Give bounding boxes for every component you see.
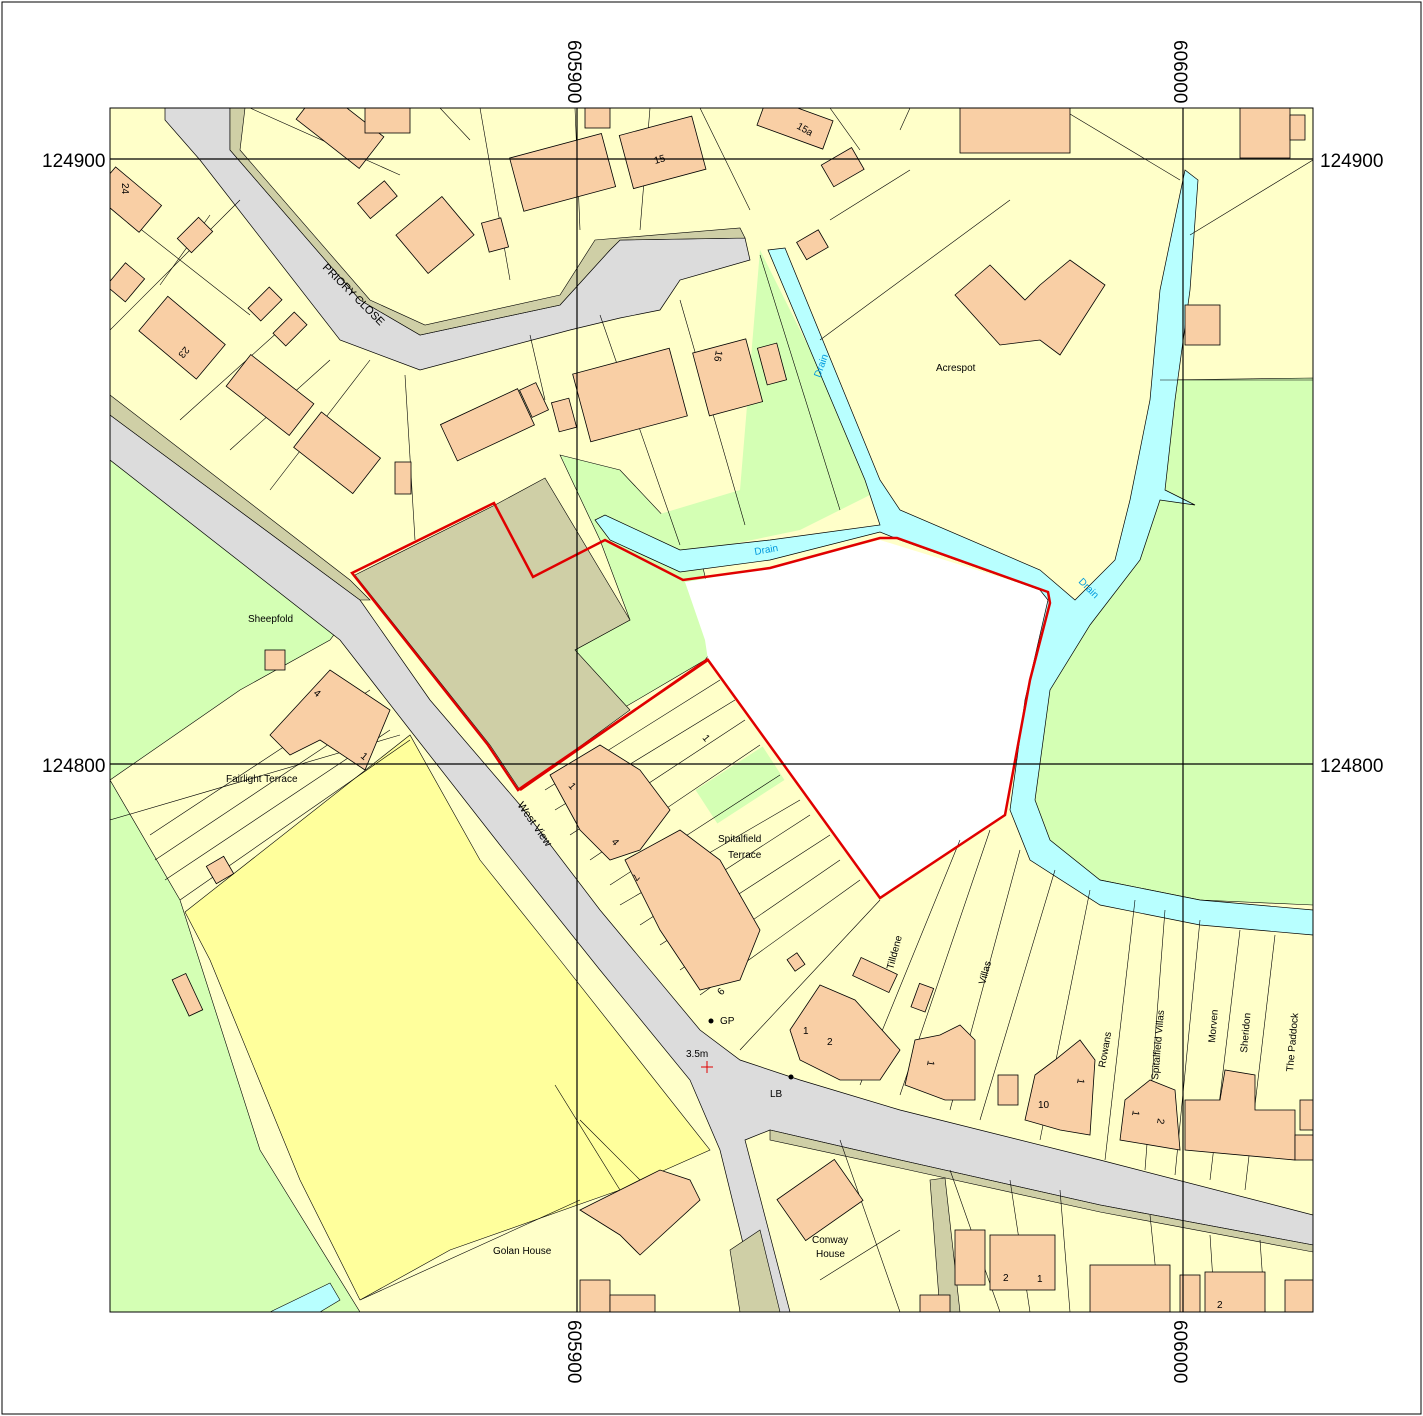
label-conway: Conway: [812, 1235, 848, 1246]
gp-marker: [708, 1018, 714, 1024]
label-morven: Morven: [1207, 1009, 1221, 1043]
west-view-verge-north: [110, 394, 371, 601]
pavement-south: [929, 1177, 961, 1312]
grid-northing-right-2: 124800: [1320, 756, 1383, 777]
label-gp: GP: [720, 1016, 735, 1027]
grid-easting-bottom-2: 606000: [1169, 1320, 1190, 1383]
label-no-10: 10: [1038, 1100, 1050, 1111]
label-terrace: Terrace: [728, 850, 762, 861]
west-view-verge-south: [769, 1129, 1313, 1253]
label-no-2-southeast: 2: [1217, 1300, 1223, 1311]
label-sheepfold: Sheepfold: [248, 614, 293, 625]
label-no-1-rowans: 1: [1074, 1077, 1086, 1085]
label-golan-house: Golan House: [493, 1246, 552, 1257]
label-spot-height: 3.5m: [686, 1049, 708, 1060]
label-no-1-site: 1: [700, 733, 712, 745]
label-no-24: 24: [119, 183, 130, 195]
grid-easting-bottom-1: 605900: [563, 1320, 584, 1383]
label-no-9: 9: [714, 985, 726, 997]
label-the-paddock: The Paddock: [1285, 1012, 1301, 1073]
site-white-area: [685, 540, 1050, 898]
grid-easting-top-2: 606000: [1169, 40, 1190, 103]
label-no-1-south: 1: [1037, 1274, 1043, 1285]
buildings: [110, 108, 1313, 1312]
label-no-16: 16: [711, 349, 724, 362]
label-no-1-spitalfield: 1: [566, 781, 578, 793]
grid-northing-left-2: 124800: [42, 756, 105, 777]
label-no-1-villas: 1: [924, 1059, 936, 1067]
lb-marker: [788, 1074, 794, 1080]
site-olive-area: [354, 477, 631, 791]
label-no-2-tilldene: 2: [827, 1037, 833, 1048]
label-no-2-spitalfield-villas: 2: [1154, 1117, 1166, 1125]
label-sheridon: Sheridon: [1239, 1012, 1253, 1053]
label-fairlight-terrace: Fairlight Terrace: [226, 774, 298, 785]
label-no-1-spitalfield-villas: 1: [1129, 1109, 1141, 1117]
grid-northing-right-1: 124900: [1320, 151, 1383, 172]
grass-area-southwest: [110, 779, 361, 1312]
label-no-4-spitalfield: 4: [609, 837, 621, 849]
label-no-1-tilldene: 1: [803, 1026, 809, 1037]
site-boundary-red-divider: [519, 657, 709, 792]
spot-height-marker: [701, 1061, 713, 1073]
map-border: [109, 107, 1314, 1313]
label-lb: LB: [770, 1089, 783, 1100]
grid-easting-top-1: 605900: [563, 40, 584, 103]
label-no-2-south: 2: [1003, 1273, 1009, 1284]
pavement-southwest: [729, 1229, 781, 1312]
label-drain-centre: Drain: [754, 543, 779, 558]
label-house: House: [816, 1249, 845, 1260]
label-acrespot: Acrespot: [936, 363, 976, 374]
label-no-4-fairlight: 4: [311, 688, 323, 700]
grid-lines: [110, 108, 1313, 1312]
grid-northing-left-1: 124900: [42, 151, 105, 172]
label-no-7: 7: [629, 871, 641, 883]
water-patch: [269, 1282, 341, 1312]
label-no-1-fairlight: 1: [358, 751, 370, 763]
label-spitalfield: Spitalfield: [718, 834, 761, 845]
grass-plot-terrace: [695, 746, 785, 824]
map-canvas: [110, 108, 1313, 1312]
drain-water: [594, 169, 1313, 936]
label-no-15: 15: [653, 153, 667, 167]
priory-close-verge: [229, 108, 746, 336]
